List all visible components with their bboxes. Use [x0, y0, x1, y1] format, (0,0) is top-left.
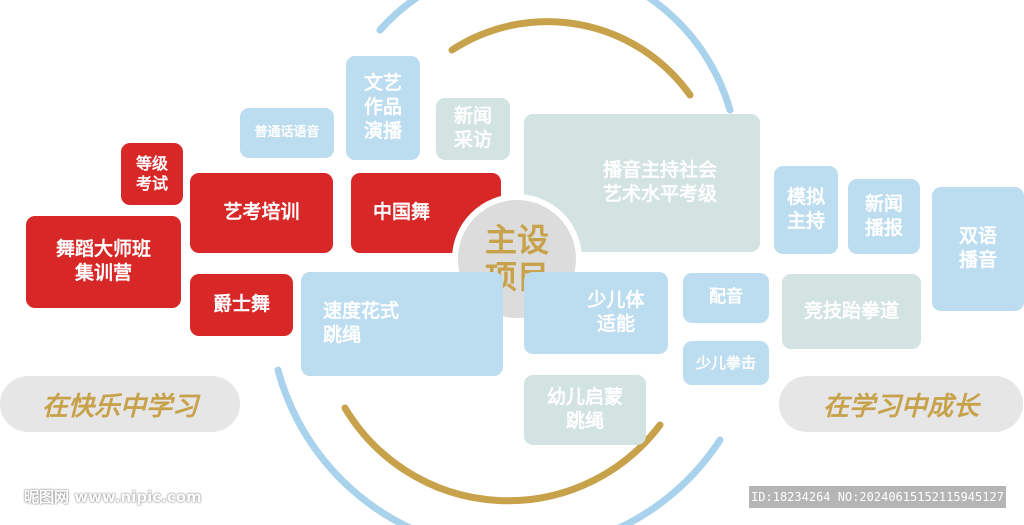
watermark-right-text: ID:18234264 NO:20240615152115945127: [751, 490, 1004, 504]
item-peiyin-label: 配音: [709, 287, 743, 308]
item-wenyi-zuopin-label: 文艺 作品 演播: [363, 72, 402, 142]
item-xinwen-bobao: 新闻 播报: [848, 179, 920, 254]
item-xinwen-caifang-label: 新闻 采访: [453, 105, 492, 151]
item-moni-zhuchi: 模拟 主持: [774, 166, 838, 254]
item-shaoer-quanji-label: 少儿拳击: [695, 353, 756, 372]
watermark-left: 昵图网 www.nipic.com: [24, 486, 202, 507]
item-yikao-peixun: 艺考培训: [190, 173, 333, 253]
watermark-left-text: 昵图网 www.nipic.com: [24, 488, 202, 506]
item-jueshiwu-label: 爵士舞: [212, 293, 270, 316]
item-jueshiwu: 爵士舞: [190, 274, 293, 336]
item-youer-qimeng: 幼儿启蒙 跳绳: [524, 375, 646, 445]
item-sudu-huashi-label: 速度花式 跳绳: [323, 300, 400, 346]
item-dengji-kaoshi-label: 等级 考试: [135, 154, 168, 193]
item-jingji-taiquandao-label: 竞技跆拳道: [803, 299, 899, 322]
item-xinwen-bobao-label: 新闻 播报: [864, 192, 903, 239]
item-shaoer-quanji: 少儿拳击: [683, 341, 769, 385]
item-yikao-peixun-label: 艺考培训: [223, 201, 300, 224]
slogan-right-label: 在学习中成长: [822, 391, 979, 422]
item-wudao-dashiban: 舞蹈大师班 集训营: [26, 216, 181, 308]
center-title-line1: 主设: [484, 221, 549, 260]
inner-arc-top: [448, 18, 694, 99]
item-boyin-zhuchi-label: 播音主持社会 艺术水平考级: [602, 159, 717, 205]
item-shaoer-tineng: 少儿体 适能: [524, 272, 668, 354]
item-jingji-taiquandao: 竞技跆拳道: [782, 274, 921, 349]
item-wudao-dashiban-label: 舞蹈大师班 集训营: [55, 238, 151, 284]
item-sudu-huashi: 速度花式 跳绳: [301, 272, 503, 376]
item-shuangyu-boyin: 双语 播音: [932, 187, 1024, 311]
item-zhongguowu-label: 中国舞: [373, 201, 431, 224]
outer-arc-bottom: [274, 366, 724, 525]
item-moni-zhuchi-label: 模拟 主持: [786, 186, 825, 232]
item-peiyin: 配音: [683, 273, 769, 323]
item-shaoer-tineng-label: 少儿体 适能: [587, 289, 645, 335]
item-shuangyu-boyin-label: 双语 播音: [958, 225, 997, 271]
inner-arc-bottom: [341, 404, 664, 505]
slogan-left: 在快乐中学习: [0, 376, 240, 432]
item-wenyi-zuopin: 文艺 作品 演播: [346, 56, 420, 160]
watermark-right: ID:18234264 NO:20240615152115945127: [749, 486, 1006, 508]
item-dengji-kaoshi: 等级 考试: [121, 143, 183, 205]
outer-arc-top: [376, 0, 734, 114]
slogan-left-label: 在快乐中学习: [41, 391, 198, 422]
item-youer-qimeng-label: 幼儿启蒙 跳绳: [546, 386, 623, 432]
slogan-right: 在学习中成长: [779, 376, 1023, 432]
item-xinwen-caifang: 新闻 采访: [436, 98, 510, 160]
item-putonghua-label: 普通话语音: [254, 124, 320, 140]
item-putonghua: 普通话语音: [240, 108, 334, 158]
